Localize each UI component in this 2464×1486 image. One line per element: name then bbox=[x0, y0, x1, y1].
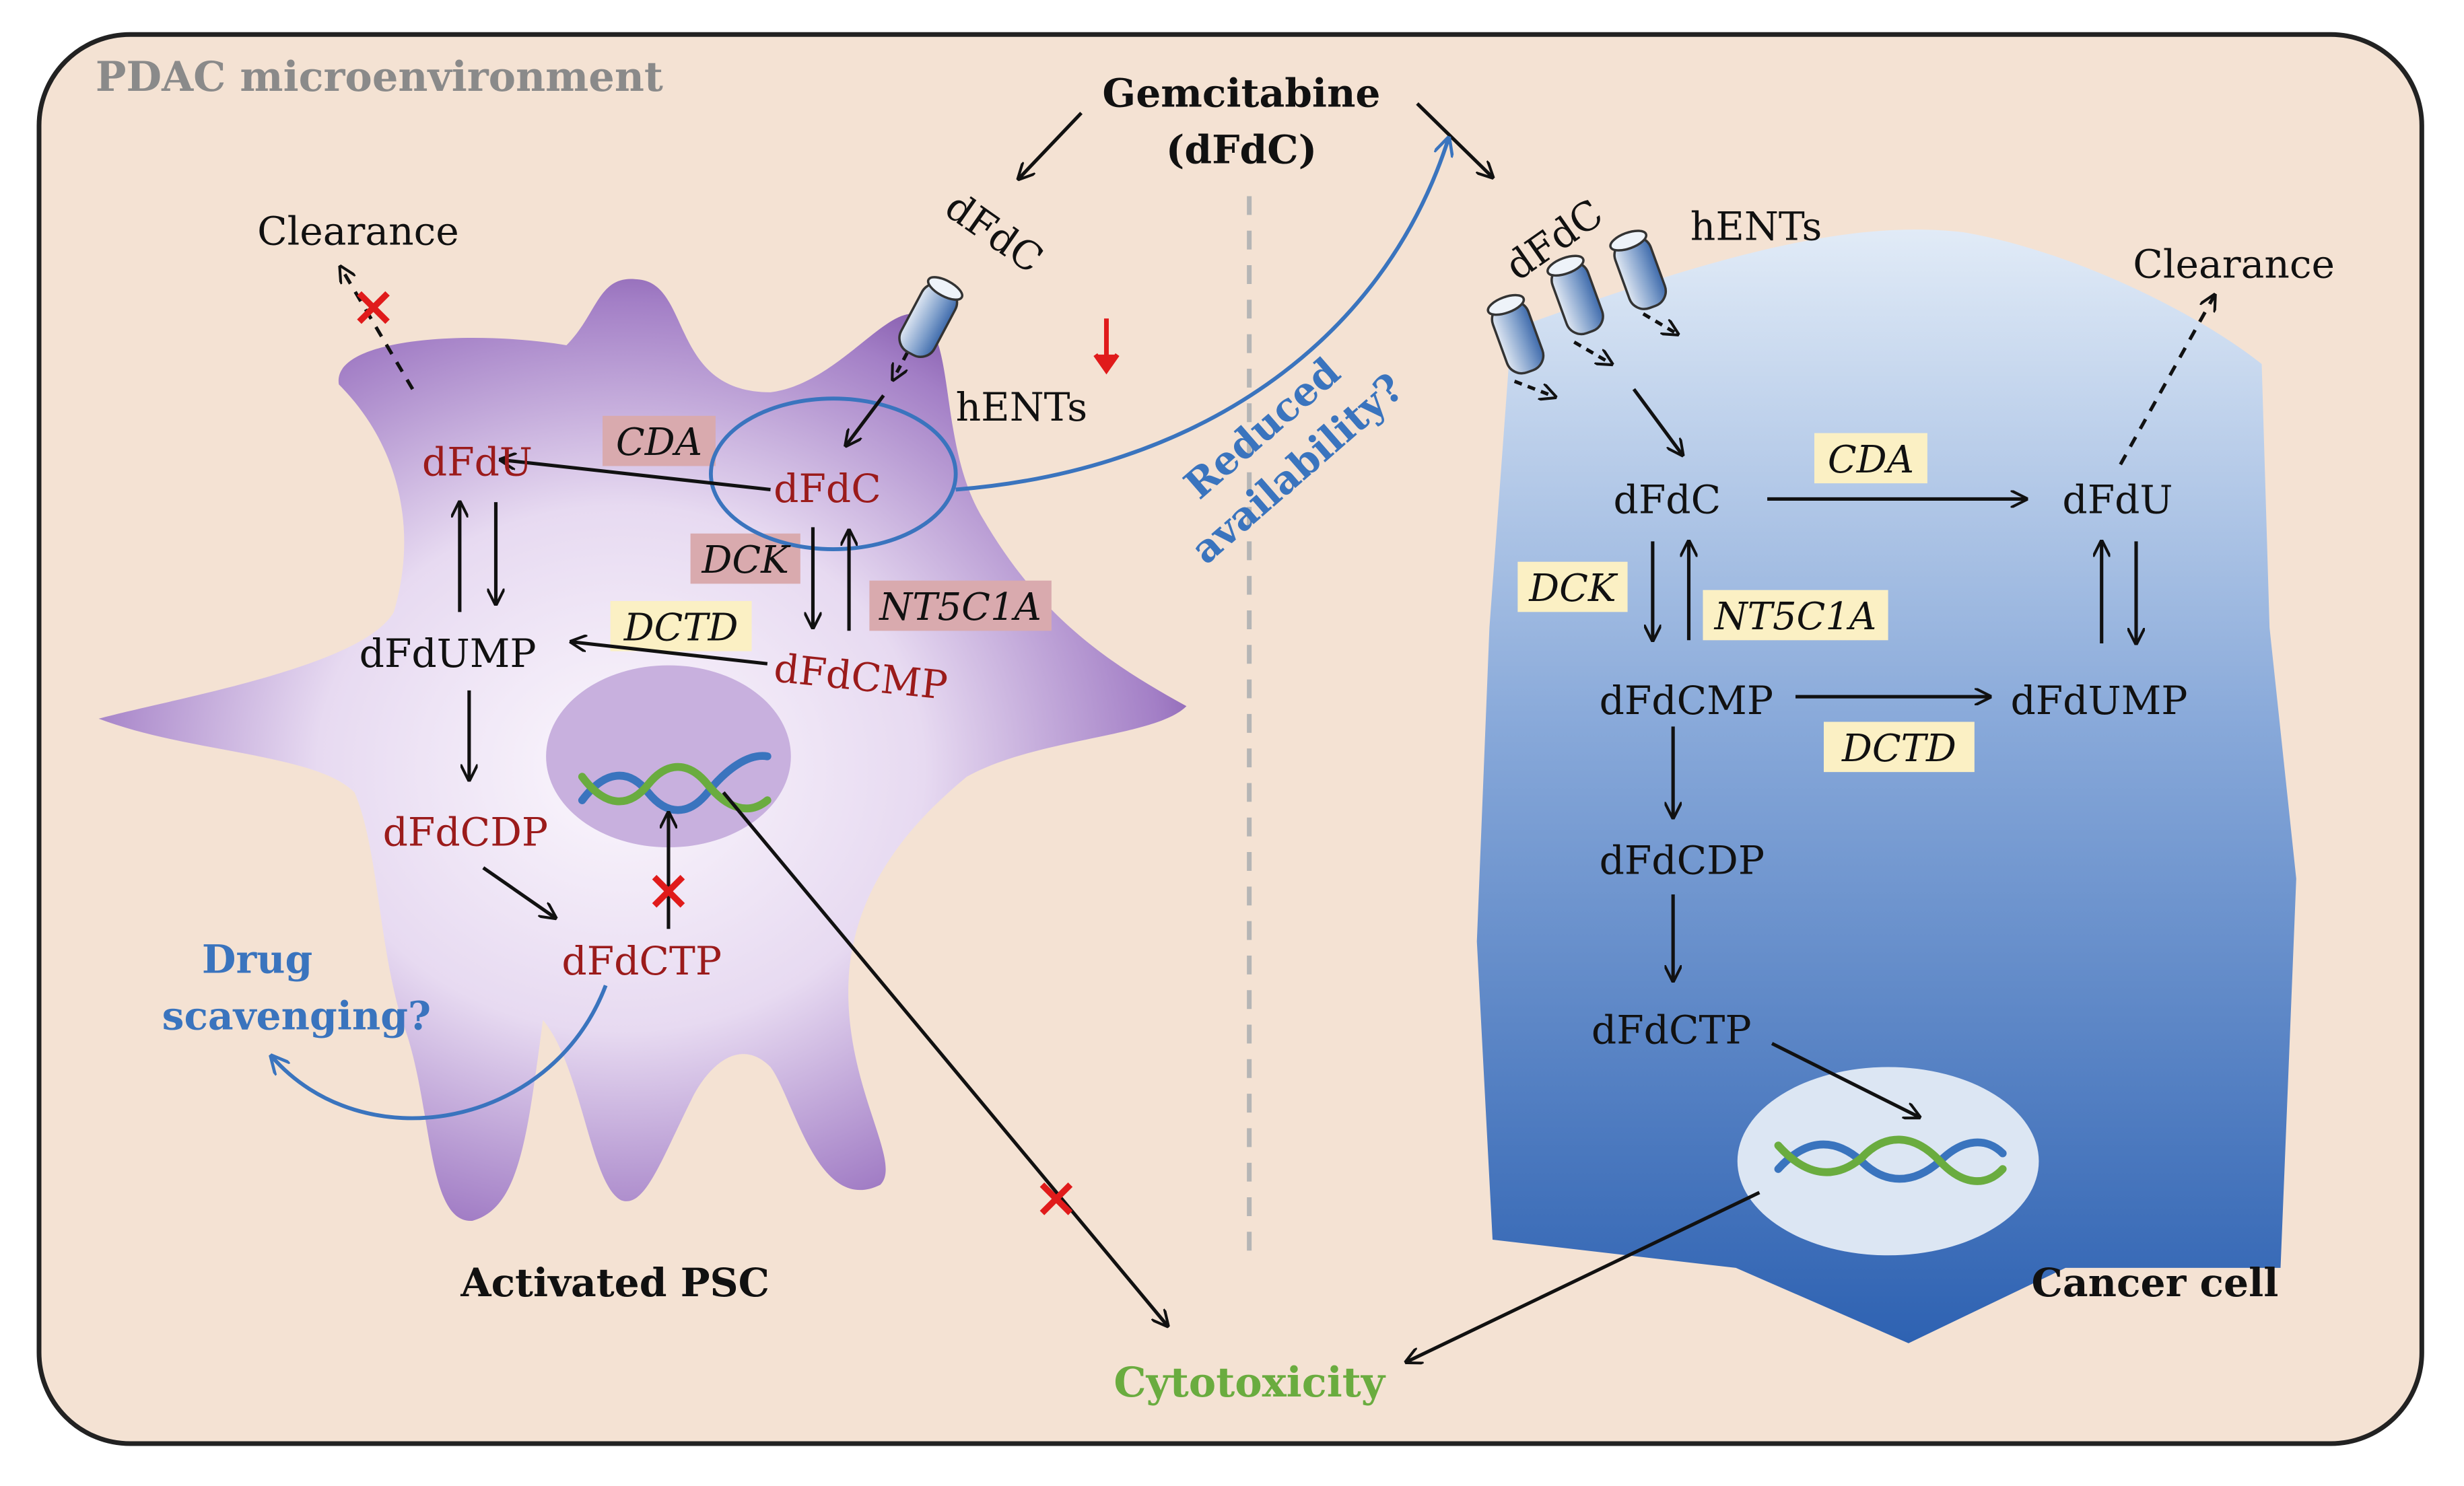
cancer-cda-box bbox=[1814, 433, 1927, 484]
cancer-dna-icon bbox=[1774, 1135, 2007, 1185]
cancer-hent-channel-icon-1 bbox=[1486, 293, 1545, 375]
cancer-cda-label: CDA bbox=[1828, 438, 1914, 482]
pathway-arrows bbox=[341, 102, 2215, 1362]
cancer-dfdcdp-label: dFdCDP bbox=[1600, 838, 1765, 884]
cancer-dck-label: DCK bbox=[1528, 567, 1618, 610]
cancer-dfdcmp-label: dFdCMP bbox=[1600, 678, 1773, 723]
cancer-dctd-box bbox=[1824, 721, 1975, 773]
cancer-dfdump-label: dFdUMP bbox=[2010, 678, 2187, 723]
psc-nt5c1a-label: NT5C1A bbox=[878, 586, 1041, 629]
drug-abbreviation: (dFdC) bbox=[1166, 126, 1317, 172]
psc-dfdump-label: dFdUMP bbox=[360, 631, 537, 676]
block-cross-dna-icon bbox=[652, 875, 685, 908]
psc-cda-label: CDA bbox=[616, 421, 702, 464]
psc-dfdctp-label: dFdCTP bbox=[561, 938, 722, 984]
psc-cda-box bbox=[603, 415, 716, 466]
cancer-hent-channel-icon-2 bbox=[1546, 254, 1604, 336]
psc-dctd-label: DCTD bbox=[623, 606, 739, 649]
psc-hent-channel-icon bbox=[898, 276, 963, 358]
cytotoxicity-label: Cytotoxicity bbox=[1114, 1359, 1385, 1407]
psc-dfdc-label: dFdC bbox=[774, 466, 881, 511]
cancer-hents-label: hENTs bbox=[1690, 204, 1822, 250]
psc-dfdu-label: dFdU bbox=[422, 439, 533, 485]
environment-title: PDAC microenvironment bbox=[96, 53, 663, 101]
psc-dctd-box bbox=[610, 600, 752, 651]
psc-clearance-label: Clearance bbox=[257, 209, 459, 254]
cancer-nt5c1a-label: NT5C1A bbox=[1713, 595, 1877, 639]
cancer-nt5c1a-box bbox=[1703, 590, 1888, 641]
psc-dfdc-highlight-circle bbox=[709, 396, 958, 551]
drug-name: Gemcitabine bbox=[1102, 70, 1380, 116]
cancer-cell-label: Cancer cell bbox=[2032, 1259, 2279, 1306]
cancer-hent-channel-icon-3 bbox=[1609, 229, 1668, 310]
cancer-dfdc-label: dFdC bbox=[1614, 476, 1721, 522]
drug-scavenging-arrow bbox=[271, 985, 608, 1121]
reduced-availability-arrow bbox=[955, 138, 1449, 492]
decrease-arrow-icon bbox=[1093, 318, 1120, 375]
psc-dfdcdp-label: dFdCDP bbox=[383, 810, 549, 855]
psc-scavenging-line-2: scavenging? bbox=[162, 993, 431, 1039]
cancer-dfdu-label: dFdU bbox=[2062, 476, 2172, 522]
cancer-cell bbox=[1476, 229, 2296, 1343]
psc-cell-label: Activated PSC bbox=[460, 1259, 769, 1306]
psc-dck-label: DCK bbox=[701, 538, 791, 582]
cancer-dctd-label: DCTD bbox=[1841, 727, 1956, 771]
psc-nt5c1a-box bbox=[869, 580, 1052, 631]
block-cross-cytotoxicity-icon bbox=[1039, 1182, 1073, 1215]
cancer-dck-box bbox=[1517, 561, 1628, 612]
block-cross-clearance-icon bbox=[357, 291, 390, 324]
psc-hents-label: hENTs bbox=[956, 384, 1088, 430]
cancer-clearance-label: Clearance bbox=[2133, 242, 2335, 287]
cancer-dfdctp-label: dFdCTP bbox=[1592, 1007, 1752, 1053]
cancer-nucleus bbox=[1737, 1067, 2039, 1256]
psc-scavenging-line-1: Drug bbox=[202, 936, 312, 983]
